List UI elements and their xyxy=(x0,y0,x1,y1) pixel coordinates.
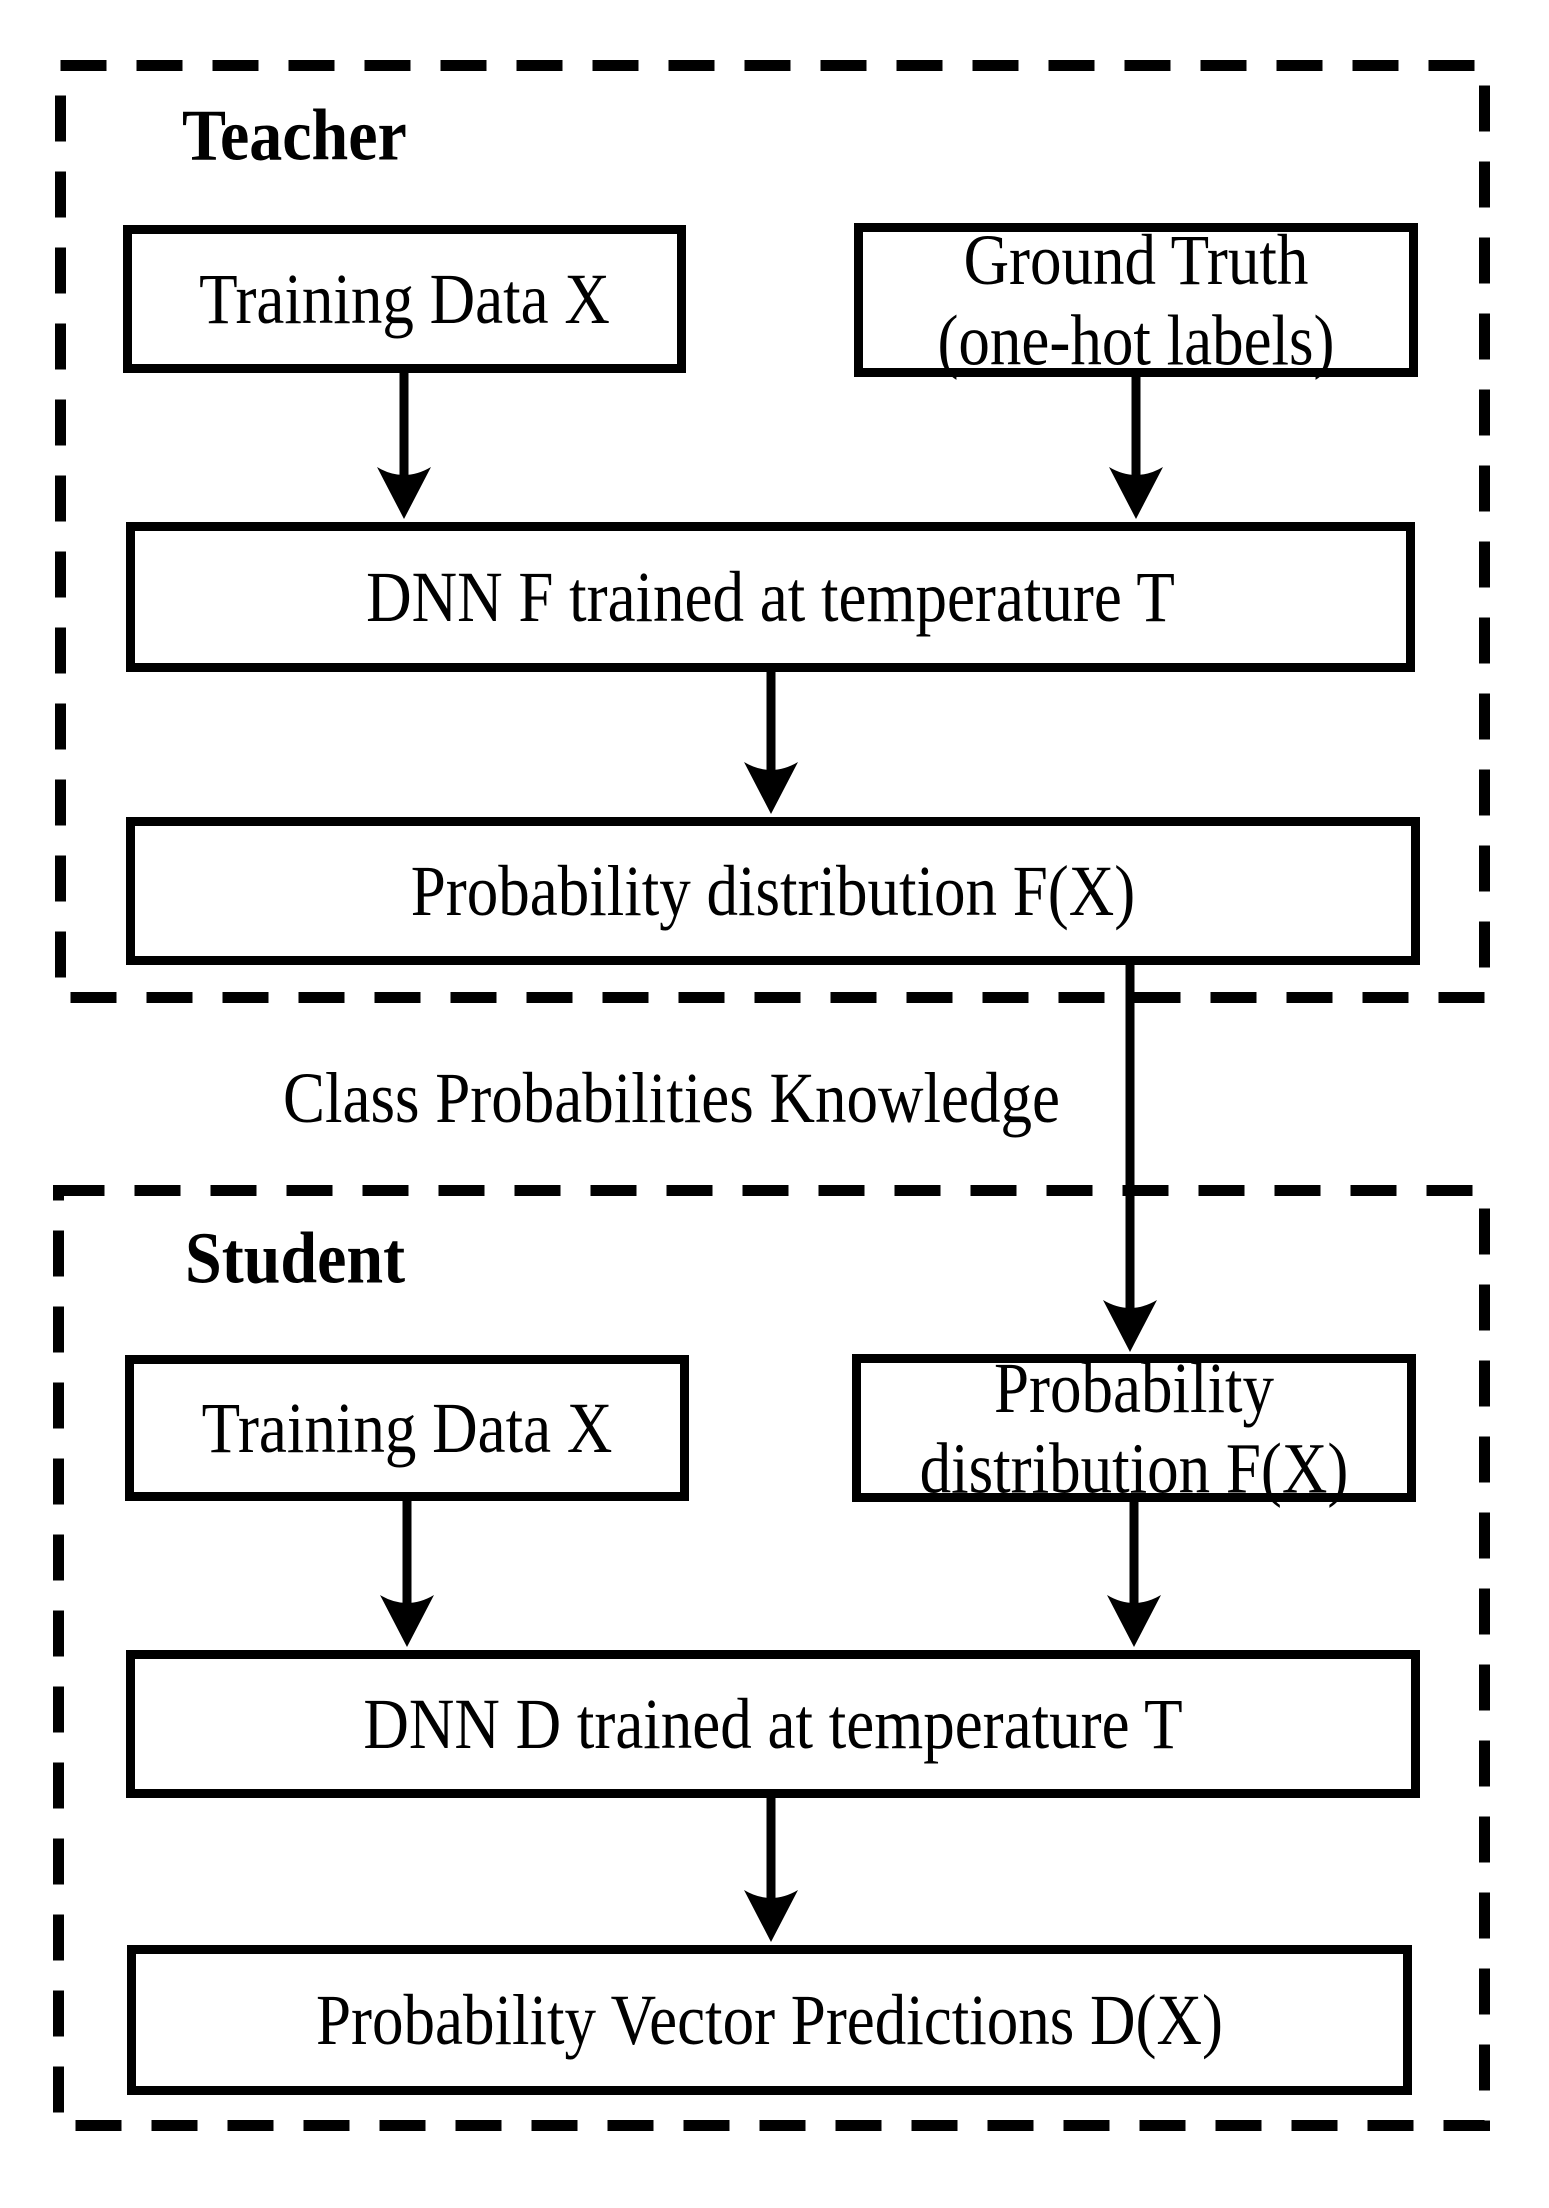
student-training-data-text: Training Data X xyxy=(201,1387,613,1469)
student-prob-dist-text: Probability distribution F(X) xyxy=(920,1348,1349,1509)
arrow-ground-truth-to-dnn-f xyxy=(1109,374,1163,519)
teacher-training-data-text: Training Data X xyxy=(199,258,610,340)
arrow-student-training-to-dnn-d xyxy=(380,1497,434,1647)
arrow-dnn-d-to-predictions xyxy=(744,1794,798,1942)
student-region-border xyxy=(53,1185,1490,2131)
student-training-data-box: Training Data X xyxy=(125,1355,689,1501)
student-prob-dist-line2: distribution F(X) xyxy=(919,1428,1349,1509)
teacher-output-text: Probability distribution F(X) xyxy=(410,850,1136,932)
arrow-knowledge-transfer xyxy=(1103,961,1157,1352)
ground-truth-box: Ground Truth (one-hot labels) xyxy=(854,220,1418,381)
teacher-dnn-box: DNN F trained at temperature T xyxy=(126,522,1415,672)
arrow-teacher-training-to-dnn-f xyxy=(377,369,431,519)
knowledge-transfer-label: Class Probabilities Knowledge xyxy=(283,1057,1060,1139)
ground-truth-text: Ground Truth (one-hot labels) xyxy=(937,220,1334,381)
ground-truth-line2: (one-hot labels) xyxy=(937,300,1335,381)
teacher-region-border xyxy=(55,60,1490,1003)
teacher-output-box: Probability distribution F(X) xyxy=(126,817,1420,965)
student-output-text: Probability Vector Predictions D(X) xyxy=(316,1979,1223,2061)
teacher-training-data-box: Training Data X xyxy=(123,225,686,373)
teacher-dnn-text: DNN F trained at temperature T xyxy=(366,556,1175,638)
student-output-box: Probability Vector Predictions D(X) xyxy=(127,1945,1412,2095)
student-dnn-box: DNN D trained at temperature T xyxy=(126,1650,1420,1798)
arrow-dnn-f-to-prob-dist xyxy=(744,668,798,814)
teacher-section-label: Teacher xyxy=(182,95,407,176)
student-dnn-text: DNN D trained at temperature T xyxy=(363,1683,1183,1765)
student-section-label: Student xyxy=(185,1218,406,1299)
arrow-student-prob-to-dnn-d xyxy=(1107,1498,1161,1647)
student-prob-dist-line1: Probability xyxy=(993,1347,1274,1429)
student-prob-dist-box: Probability distribution F(X) xyxy=(852,1348,1416,1509)
ground-truth-line1: Ground Truth xyxy=(963,219,1309,301)
